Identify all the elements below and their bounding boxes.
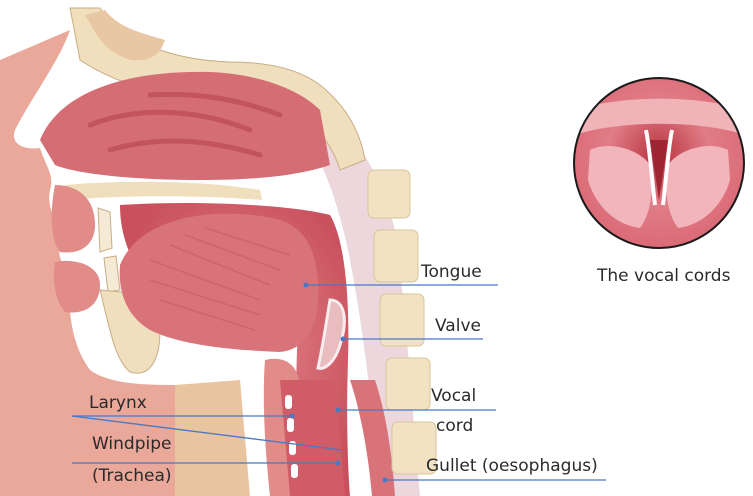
anatomy-illustration xyxy=(0,8,436,496)
hard-palate xyxy=(65,182,262,200)
label-vocal-cord-line1: Vocal xyxy=(431,386,476,406)
label-larynx: Larynx xyxy=(89,393,147,413)
label-vocal-cord-line2: cord xyxy=(436,416,473,436)
neck-front xyxy=(175,380,250,496)
inset-caption: The vocal cords xyxy=(596,266,731,286)
label-valve: Valve xyxy=(435,316,481,336)
vocal-cords-closeup-icon xyxy=(574,78,745,248)
label-tongue: Tongue xyxy=(420,262,482,282)
lower-tooth xyxy=(104,256,120,292)
label-windpipe-line2: (Trachea) xyxy=(92,466,172,486)
label-gullet: Gullet (oesophagus) xyxy=(426,456,598,476)
label-windpipe-line1: Windpipe xyxy=(92,434,172,454)
lower-lip xyxy=(54,261,100,313)
upper-tooth xyxy=(98,208,112,252)
